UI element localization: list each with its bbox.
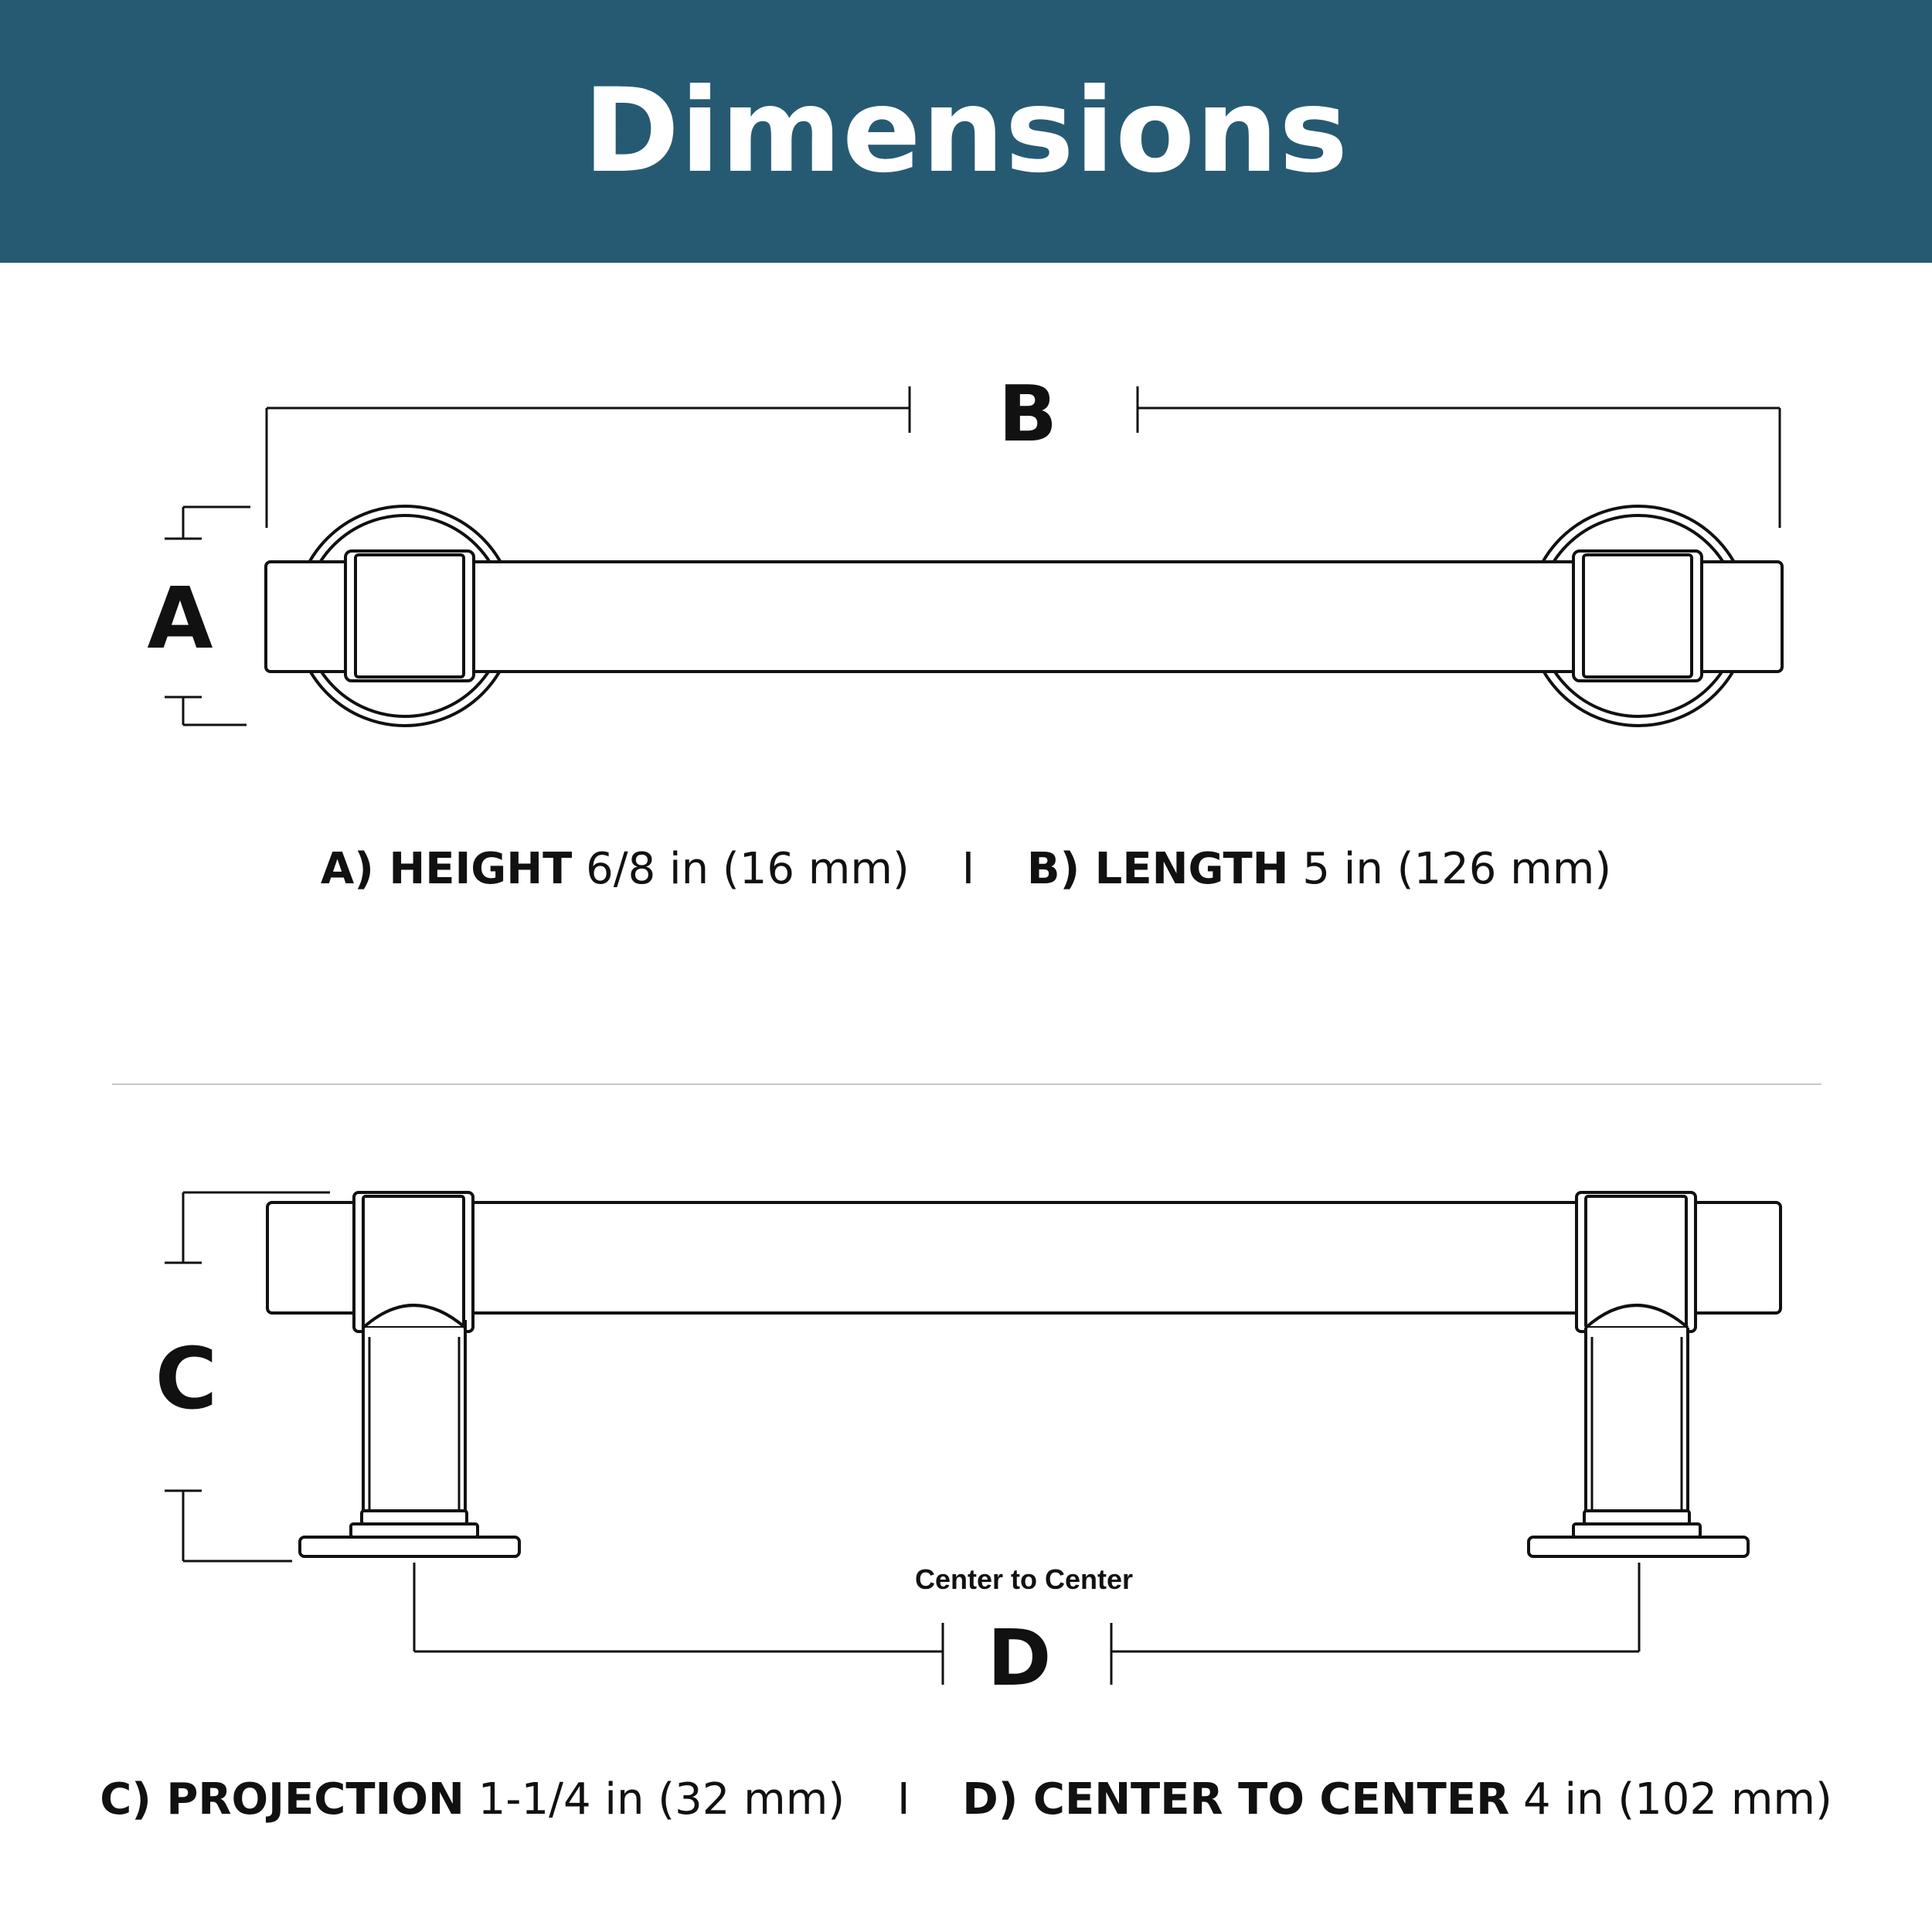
right-post <box>1527 1191 1750 1558</box>
page-title: Dimensions <box>583 64 1349 199</box>
length-value: 5 in (126 mm) <box>1302 844 1612 894</box>
dimension-a <box>165 505 250 726</box>
header-banner: Dimensions <box>0 0 1932 263</box>
length-key: B) LENGTH <box>1026 844 1289 894</box>
side-bar <box>266 1201 1782 1315</box>
label-a: A <box>147 569 213 668</box>
caption-separator: I <box>961 844 975 894</box>
left-base-plate <box>298 1536 521 1558</box>
height-value: 6/8 in (16 mm) <box>586 844 910 894</box>
section-divider <box>112 1083 1821 1085</box>
projection-key: C) PROJECTION <box>100 1774 464 1825</box>
label-b: B <box>998 369 1057 459</box>
height-key: A) HEIGHT <box>320 844 573 894</box>
right-knuckle <box>1572 549 1703 682</box>
side-view-handle <box>266 1191 1782 1558</box>
center-to-center-value: 4 in (102 mm) <box>1523 1774 1832 1825</box>
right-base-plate <box>1527 1536 1750 1558</box>
bottom-caption: C) PROJECTION 1-1/4 in (32 mm) I D) CENT… <box>0 1774 1932 1825</box>
label-d: D <box>987 1613 1051 1703</box>
left-post <box>298 1191 521 1558</box>
projection-value: 1-1/4 in (32 mm) <box>478 1774 845 1825</box>
center-to-center-key: D) CENTER TO CENTER <box>962 1774 1510 1825</box>
top-view-handle <box>264 505 1784 727</box>
center-to-center-note: Center to Center <box>915 1563 1133 1595</box>
top-bar <box>264 560 1784 673</box>
label-c: C <box>155 1329 218 1428</box>
caption-separator: I <box>896 1774 910 1825</box>
dimension-b <box>265 386 1781 528</box>
top-caption: A) HEIGHT 6/8 in (16 mm) I B) LENGTH 5 i… <box>0 844 1932 894</box>
left-knuckle <box>344 549 475 682</box>
dimension-c <box>165 1191 330 1563</box>
dimension-d <box>413 1563 1641 1685</box>
